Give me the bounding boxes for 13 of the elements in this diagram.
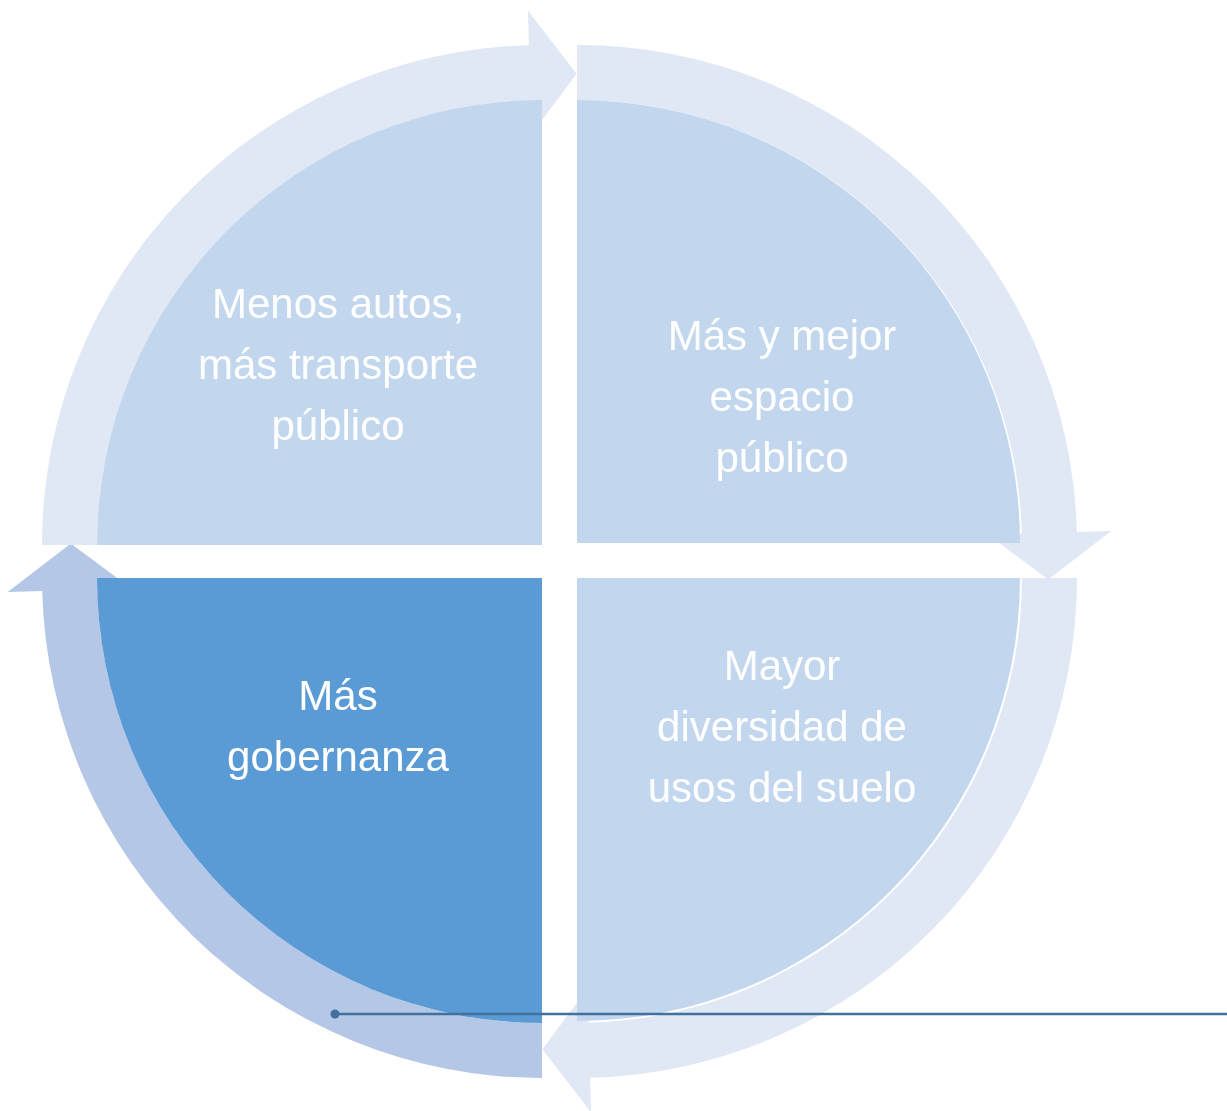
segment-label: Más y mejor espacio público [666, 311, 898, 483]
quadrant-segment [97, 100, 542, 545]
leader-line [330, 1009, 1227, 1019]
segment-label: Menos autos, más transporte público [196, 279, 480, 451]
curved-arrow [577, 45, 1112, 580]
segment-label: Más gobernanza [226, 671, 450, 782]
curved-arrow [7, 543, 542, 1078]
quadrant-segment [577, 100, 1020, 543]
curved-arrow [42, 10, 577, 545]
quadrant-segment [577, 578, 1020, 1021]
segment-label: Mayor diversidad de usos del suelo [646, 641, 918, 813]
quadrant-segment [97, 578, 542, 1023]
curved-arrow [542, 578, 1077, 1111]
